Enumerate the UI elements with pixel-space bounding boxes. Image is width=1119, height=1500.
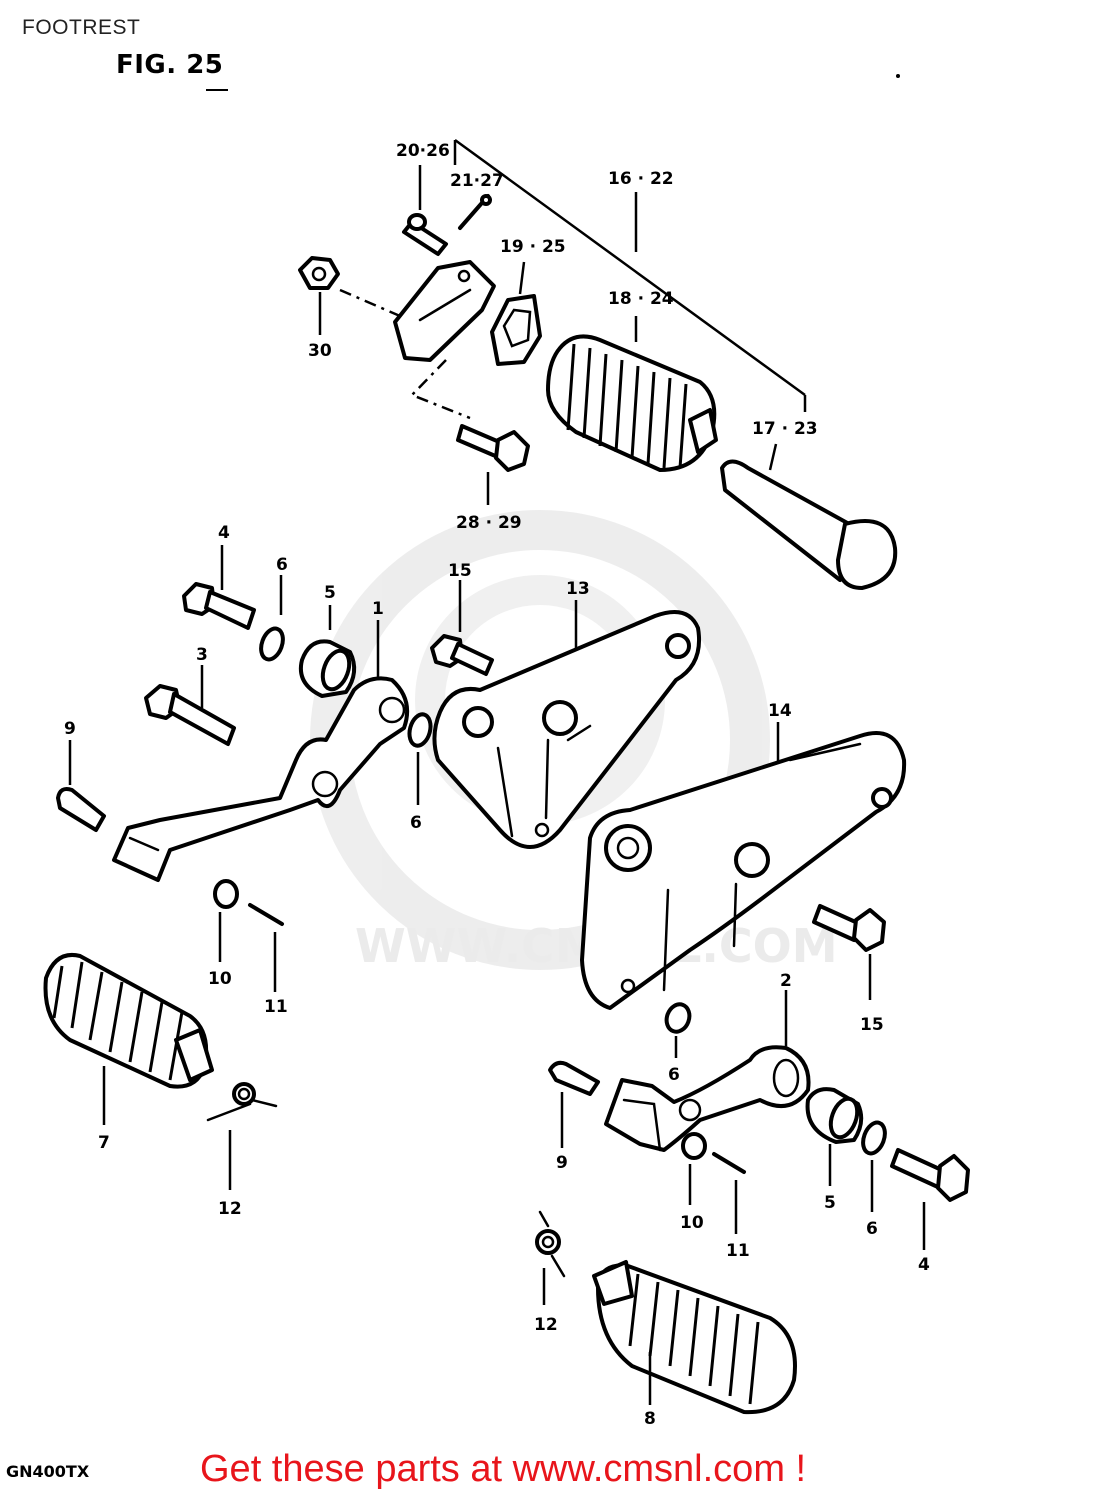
- footrest-peg-17: [720, 443, 898, 590]
- bolt-15-lower: [812, 904, 886, 1000]
- footrest-rubber-18: [546, 316, 718, 472]
- rear-footrest-bracket: [393, 260, 496, 362]
- callout-7: 7: [98, 1133, 110, 1153]
- washer-6-a: [259, 575, 285, 662]
- footrest-rubber-7: [43, 953, 214, 1125]
- callout-1: 1: [372, 599, 384, 619]
- washer-10-right: [681, 1132, 707, 1205]
- callout-28-29: 28 · 29: [456, 513, 522, 533]
- callout-labels: 20·26 21·27 16 · 22 19 · 25 18 · 24 30 1…: [64, 141, 930, 1429]
- pin-9-right: [548, 1060, 600, 1148]
- callout-21-27: 21·27: [450, 171, 504, 191]
- callout-19-25: 19 · 25: [500, 237, 566, 257]
- callout-14: 14: [768, 701, 792, 721]
- cotter-pin-20: [402, 165, 448, 256]
- footrest-arm-2: [604, 990, 811, 1152]
- footrest-arm-1: [112, 620, 409, 882]
- spring-12-left: [206, 1082, 278, 1190]
- pin-9-left: [56, 740, 106, 832]
- callout-4-right: 4: [918, 1255, 930, 1275]
- footrest-brackets: [430, 580, 907, 1010]
- callout-6-c: 6: [668, 1065, 680, 1085]
- callout-3: 3: [196, 645, 208, 665]
- callout-11-right: 11: [726, 1241, 750, 1261]
- callout-15-upper: 15: [448, 561, 472, 581]
- collar-5-right: [805, 1087, 864, 1186]
- callout-6-d: 6: [866, 1219, 878, 1239]
- collar-5-left: [299, 605, 357, 698]
- footrest-bracket-13: [432, 600, 701, 849]
- callout-5-left: 5: [324, 583, 336, 603]
- model-code: GN400TX: [6, 1462, 90, 1481]
- callout-30: 30: [308, 341, 332, 361]
- washer-6-d: [861, 1120, 887, 1212]
- callout-10-right: 10: [680, 1213, 704, 1233]
- callout-4-left: 4: [218, 523, 230, 543]
- gasket-19: [490, 261, 542, 366]
- callout-10-left: 10: [208, 969, 232, 989]
- bolt-4-left: [182, 545, 256, 630]
- bolt-28: [456, 424, 530, 505]
- callout-16-22: 16 · 22: [608, 169, 674, 189]
- callout-12-right: 12: [534, 1315, 558, 1335]
- page-title: FOOTREST: [22, 16, 141, 39]
- cotter-11-left: [248, 903, 284, 992]
- bolt-3: [144, 665, 236, 746]
- figure-label: FIG. 25: [116, 50, 224, 80]
- bolt-15-upper: [430, 580, 494, 676]
- stray-mark: [896, 74, 900, 78]
- cotter-11-right: [712, 1152, 746, 1234]
- callout-6-b: 6: [410, 813, 422, 833]
- bolt-4-right: [890, 1148, 970, 1250]
- spring-12-right: [535, 1210, 566, 1305]
- left-footrest-group: [43, 545, 433, 1190]
- nut-30: [298, 256, 340, 335]
- callout-15-lower: 15: [860, 1015, 884, 1035]
- footrest-bracket-14: [580, 722, 907, 1010]
- callout-13: 13: [566, 579, 590, 599]
- callout-2: 2: [780, 971, 792, 991]
- callout-9-right: 9: [556, 1153, 568, 1173]
- callout-8: 8: [644, 1409, 656, 1429]
- callout-11-left: 11: [264, 997, 288, 1017]
- footrest-rubber-8: [592, 1260, 797, 1415]
- washer-6-c: [664, 1002, 692, 1058]
- callout-18-24: 18 · 24: [608, 289, 674, 309]
- cotter-pin-21: [458, 194, 492, 230]
- footer-link[interactable]: Get these parts at www.cmsnl.com !: [200, 1448, 807, 1490]
- callout-12-left: 12: [218, 1199, 242, 1219]
- callout-6-a: 6: [276, 555, 288, 575]
- callout-20-26: 20·26: [396, 141, 450, 161]
- washer-6-b: [407, 712, 433, 805]
- washer-10-left: [213, 879, 239, 962]
- rear-footrest-group: [298, 138, 898, 590]
- callout-17-23: 17 · 23: [752, 419, 818, 439]
- callout-9-left: 9: [64, 719, 76, 739]
- callout-5-right: 5: [824, 1193, 836, 1213]
- right-footrest-group: [535, 990, 970, 1415]
